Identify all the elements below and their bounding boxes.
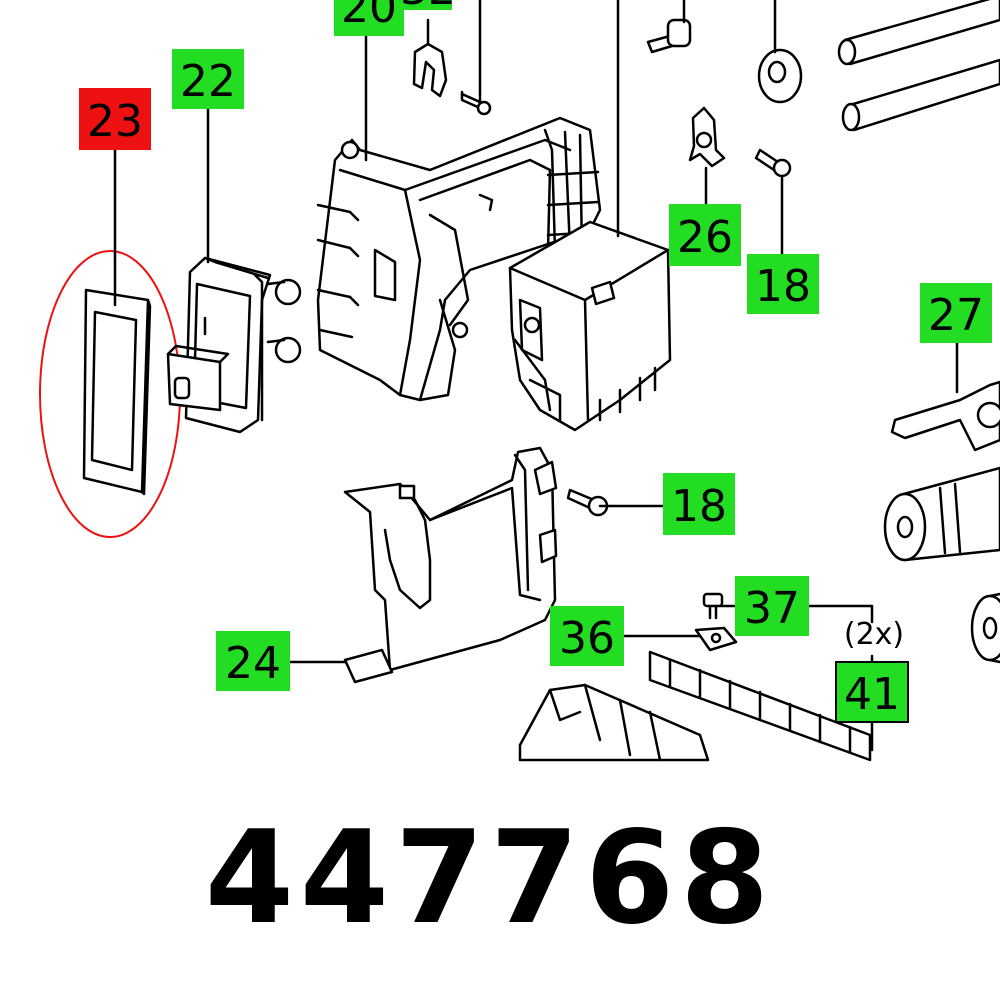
part-36-nut-plate[interactable] xyxy=(694,626,738,652)
leader-lines xyxy=(113,0,959,752)
label-18-upper: 18 xyxy=(755,261,811,312)
cylinder-right[interactable] xyxy=(883,466,1000,562)
part-37-screw[interactable] xyxy=(702,592,724,620)
part-number: 447768 xyxy=(204,804,776,953)
part-26-cable-clamp[interactable] xyxy=(688,106,726,168)
part-18-screw-upper[interactable] xyxy=(754,148,792,178)
callout-26[interactable]: 26 xyxy=(669,204,741,266)
part-22-switch[interactable] xyxy=(166,256,302,434)
label-37: 37 xyxy=(744,583,800,634)
label-32: 32 xyxy=(400,0,456,15)
label-36: 36 xyxy=(559,613,615,664)
quantity-note: (2x) xyxy=(844,617,904,652)
callout-41[interactable]: 41 xyxy=(835,661,909,723)
part-23-switch-cover[interactable] xyxy=(82,288,152,496)
screw-top[interactable] xyxy=(646,18,692,54)
part-18-screw-middle[interactable] xyxy=(566,488,609,517)
callout-24[interactable]: 24 xyxy=(216,631,290,691)
callout-27[interactable]: 27 xyxy=(920,283,992,343)
callout-22[interactable]: 22 xyxy=(172,49,244,109)
label-22: 22 xyxy=(180,56,236,107)
part-32-clip[interactable] xyxy=(412,42,448,98)
cylinder-right-lower[interactable] xyxy=(970,592,1000,664)
label-24: 24 xyxy=(225,638,281,689)
part-20-housing-frame[interactable] xyxy=(316,116,602,402)
callout-23[interactable]: 23 xyxy=(79,88,151,150)
callout-36[interactable]: 36 xyxy=(550,606,624,666)
electronic-module[interactable] xyxy=(508,220,672,432)
part-24-brush-cover[interactable] xyxy=(343,446,558,684)
part-27-lever[interactable] xyxy=(890,380,1000,452)
guide-rods[interactable] xyxy=(837,0,1000,132)
part-41-rail[interactable] xyxy=(648,650,872,762)
callout-20[interactable]: 20 xyxy=(334,0,404,36)
callout-18-middle[interactable]: 18 xyxy=(663,473,735,535)
label-27: 27 xyxy=(928,290,984,341)
label-26: 26 xyxy=(677,212,733,263)
callout-32[interactable]: 32 xyxy=(400,0,456,15)
rail-block-bottom[interactable] xyxy=(518,683,710,762)
callout-37[interactable]: 37 xyxy=(735,576,809,636)
callout-18-upper[interactable]: 18 xyxy=(747,254,819,314)
label-20: 20 xyxy=(341,0,397,33)
label-18-middle: 18 xyxy=(671,481,727,532)
label-23: 23 xyxy=(87,96,143,147)
label-41: 41 xyxy=(844,669,900,720)
screw-small-top[interactable] xyxy=(460,90,492,116)
washer[interactable] xyxy=(757,48,803,104)
